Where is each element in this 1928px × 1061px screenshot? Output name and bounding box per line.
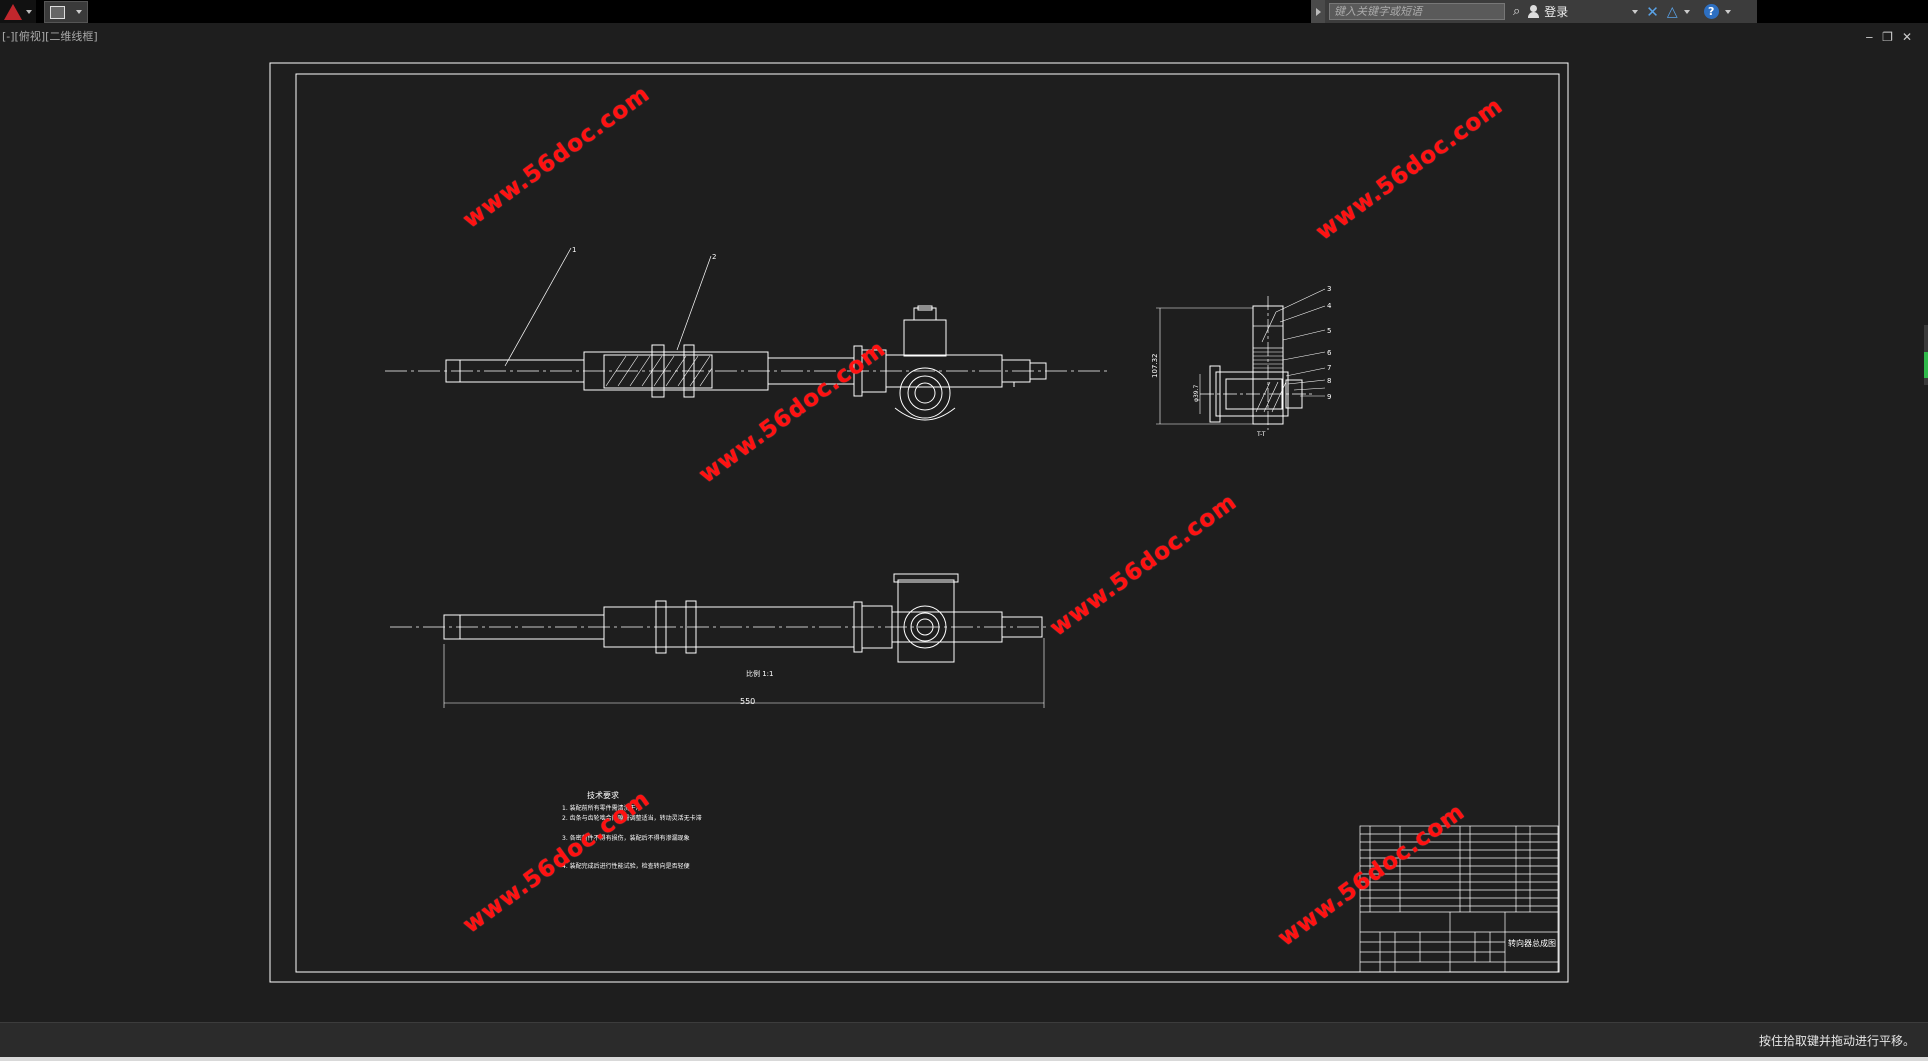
triangle-right-icon xyxy=(1315,7,1321,16)
exchange-apps-button[interactable]: ✕ xyxy=(1646,0,1659,23)
viewport-controls-label[interactable]: [-][俯视][二维线框] xyxy=(2,30,98,43)
application-menu-button[interactable] xyxy=(0,0,36,23)
chevron-down-icon[interactable] xyxy=(75,10,82,14)
exchange-x-icon: ✕ xyxy=(1646,2,1659,21)
tech-note: 2. 齿条与齿轮啮合间隙需调整适当，转动灵活无卡滞 xyxy=(562,814,702,822)
chevron-down-icon[interactable] xyxy=(1632,9,1639,14)
scale-note: 比例 1:1 xyxy=(746,669,774,678)
balloon-8: 8 xyxy=(1327,377,1331,385)
tech-note: 4. 装配完成后进行性能试验，检查转向是否轻便 xyxy=(562,862,690,870)
search-button[interactable]: ⌕ xyxy=(1513,0,1520,23)
side-diameter-dimension: φ39.7 xyxy=(1193,385,1200,403)
expand-search-button[interactable] xyxy=(1311,0,1325,23)
autocad-logo-icon xyxy=(4,3,22,20)
side-section-view xyxy=(1156,288,1326,430)
help-icon: ? xyxy=(1703,4,1719,19)
chevron-down-icon xyxy=(26,9,32,14)
front-view xyxy=(385,305,1110,421)
balloon-3: 3 xyxy=(1327,285,1331,293)
balloon-4: 4 xyxy=(1327,302,1332,310)
balloon-6: 6 xyxy=(1327,349,1332,357)
balloon-7: 7 xyxy=(1327,364,1331,372)
title-block xyxy=(1359,825,1559,973)
a360-button[interactable]: △ xyxy=(1667,0,1690,23)
search-input[interactable] xyxy=(1329,3,1505,20)
chevron-down-icon[interactable] xyxy=(1724,9,1731,14)
tech-requirements-title: 技术要求 xyxy=(587,790,619,800)
overall-length-dimension: 550 xyxy=(740,697,755,706)
close-icon[interactable]: ✕ xyxy=(1901,30,1912,44)
top-view xyxy=(390,573,1050,708)
a360-icon: △ xyxy=(1666,3,1678,20)
command-status-bar: 按住拾取键并拖动进行平移。 xyxy=(0,1022,1928,1061)
minimize-icon[interactable]: ‒ xyxy=(1865,30,1874,44)
side-height-dimension: 107.32 xyxy=(1151,354,1159,379)
navigation-bar-handle[interactable] xyxy=(1924,352,1928,378)
tech-note: 1. 装配前所有零件需清洗干净 xyxy=(562,804,642,812)
status-message: 按住拾取键并拖动进行平移。 xyxy=(1758,1034,1915,1048)
balloon-9: 9 xyxy=(1327,393,1331,401)
drawing-title: 转向器总成图 xyxy=(1508,938,1556,948)
sheet-inner-border xyxy=(295,73,1560,973)
balloon-2: 2 xyxy=(712,253,716,261)
sheet-outer-border xyxy=(269,62,1569,983)
workspace-icon[interactable] xyxy=(50,5,66,19)
drawing-canvas[interactable]: 1 2 3 4 5 6 7 8 9 550 107.32 φ39.7 T-T 比… xyxy=(0,0,1928,1022)
chevron-down-icon[interactable] xyxy=(1683,9,1690,14)
binoculars-icon: ⌕ xyxy=(1513,4,1521,19)
login-label: 登录 xyxy=(1544,5,1569,19)
balloon-5: 5 xyxy=(1327,327,1331,335)
help-button[interactable]: ? xyxy=(1703,0,1731,23)
viewport-window-controls: ‒ ❐ ✕ xyxy=(1866,30,1912,44)
status-bar-strip xyxy=(0,1057,1928,1061)
quick-access-toolbar[interactable] xyxy=(44,1,88,23)
title-bar: ⌕ 登录 ✕ △ ? xyxy=(0,0,1928,23)
info-center: ⌕ 登录 ✕ △ ? xyxy=(1311,0,1757,23)
restore-icon[interactable]: ❐ xyxy=(1882,30,1893,44)
tech-note: 3. 各密封件不得有损伤，装配后不得有渗漏现象 xyxy=(562,834,690,842)
section-label: T-T xyxy=(1256,431,1266,438)
balloon-1: 1 xyxy=(572,246,576,254)
login-button[interactable]: 登录 xyxy=(1528,0,1639,23)
user-icon xyxy=(1528,5,1540,18)
